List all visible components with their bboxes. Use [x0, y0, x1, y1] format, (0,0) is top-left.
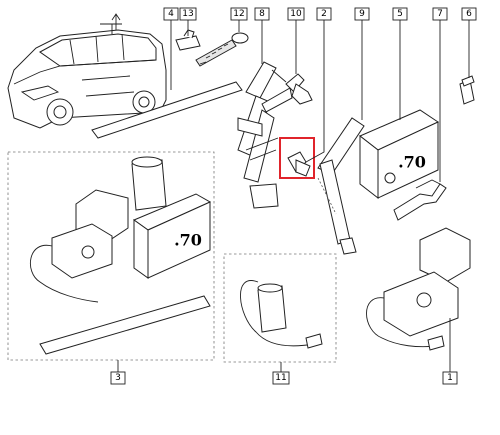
callout-13: 13 — [179, 7, 197, 21]
part-2-highlighted — [279, 137, 315, 179]
callout-9: 9 — [354, 7, 370, 21]
callout-11: 11 — [272, 371, 290, 385]
svg-text:1: 1 — [447, 373, 453, 383]
leader-lines — [117, 20, 470, 372]
part-9-wheel-brace — [317, 117, 365, 255]
part-6-cap — [459, 75, 475, 105]
box-logo-text-5: .70 — [398, 153, 426, 172]
part-5-box: .70 — [359, 109, 440, 200]
box-logo-text-3: .70 — [174, 231, 202, 250]
callout-7: 7 — [432, 7, 448, 21]
part-1-compressor — [366, 227, 471, 351]
callout-2: 2 — [316, 7, 332, 21]
svg-text:5: 5 — [397, 9, 403, 19]
svg-text:12: 12 — [233, 9, 244, 19]
callout-1: 1 — [442, 371, 458, 385]
svg-text:11: 11 — [275, 373, 286, 383]
part-8-scissor-jack — [237, 61, 293, 209]
part-13-clip — [175, 29, 201, 51]
group-11-kit — [240, 280, 323, 349]
part-7-handle — [393, 179, 447, 221]
vehicle-illustration — [7, 13, 167, 129]
group-3-frame — [7, 151, 215, 361]
part-4-strip — [91, 81, 243, 139]
group-3-kit: .70 — [30, 156, 212, 355]
svg-text:9: 9 — [359, 9, 365, 19]
svg-text:6: 6 — [466, 9, 472, 19]
group-11-frame — [223, 253, 337, 363]
callout-5: 5 — [392, 7, 408, 21]
svg-text:13: 13 — [182, 9, 193, 19]
part-10-clip — [271, 69, 313, 105]
callout-12: 12 — [230, 7, 248, 21]
svg-text:10: 10 — [290, 9, 302, 19]
svg-text:4: 4 — [168, 9, 174, 19]
svg-text:2: 2 — [321, 9, 327, 19]
callout-3: 3 — [110, 371, 126, 385]
callout-6: 6 — [461, 7, 477, 21]
svg-text:7: 7 — [437, 9, 443, 19]
svg-text:3: 3 — [115, 373, 121, 383]
callout-8: 8 — [254, 7, 270, 21]
part-12-tow-hook — [195, 32, 249, 67]
callout-4: 4 — [163, 7, 179, 21]
svg-text:8: 8 — [259, 9, 265, 19]
callout-10: 10 — [287, 7, 305, 21]
